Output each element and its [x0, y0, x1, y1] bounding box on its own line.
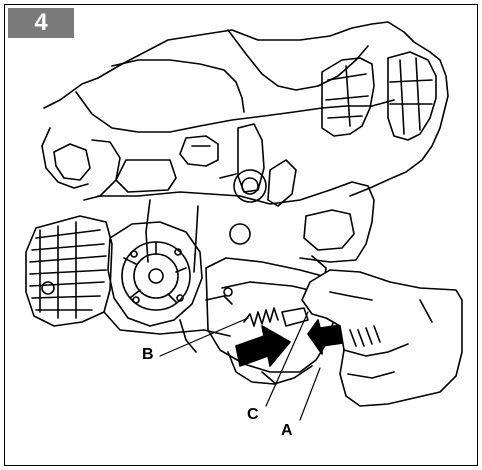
- callout-label-c: C: [247, 406, 259, 423]
- callout-label-b: B: [142, 346, 154, 363]
- step-number-badge: 4: [8, 8, 74, 38]
- spring-icon: [243, 307, 279, 327]
- chainsaw-body-outline: [43, 21, 449, 197]
- engine-cover: [25, 215, 113, 327]
- callout-label-a: A: [281, 422, 293, 439]
- push-arrow-icon: [235, 325, 291, 367]
